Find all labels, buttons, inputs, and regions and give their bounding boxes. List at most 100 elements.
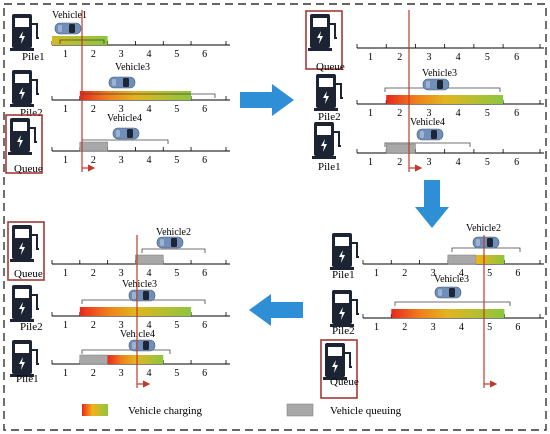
tick-label: 2 [91, 368, 96, 379]
tick-label: 3 [119, 320, 124, 331]
queue-frame [5, 114, 43, 174]
tick-label: 5 [174, 320, 179, 331]
pile-screen [15, 229, 29, 238]
charging-pile-icon [10, 14, 39, 51]
row-label: Pile1 [318, 161, 341, 173]
tick-label: 1 [63, 268, 68, 279]
tick-label: 5 [174, 268, 179, 279]
tick-label: 4 [456, 157, 461, 168]
car-rear-window [116, 130, 120, 137]
tick-label: 2 [402, 268, 407, 279]
charging-pile-icon [10, 285, 39, 322]
charging-bar [52, 36, 108, 45]
tick-label: 3 [426, 157, 431, 168]
pile-cable [330, 23, 337, 39]
tick-label: 1 [374, 322, 379, 333]
pile-base [330, 324, 354, 327]
tick-label: 4 [456, 52, 461, 63]
tick-label: 4 [146, 368, 151, 379]
vehicle-icon [472, 236, 500, 249]
car-rear-window [438, 289, 442, 296]
pile-screen [335, 294, 349, 303]
queuing-bar [79, 354, 108, 365]
vehicle-icon [128, 339, 156, 352]
pile-base [8, 152, 32, 155]
vehicle-label: Vehicle1 [52, 10, 87, 21]
arrow-left [249, 294, 303, 326]
car-rear-window [420, 131, 424, 138]
car-rear-window [58, 25, 62, 32]
charging-bar [79, 91, 192, 100]
legend-queuing-label: Vehicle queuing [330, 405, 402, 417]
tick-label: 1 [368, 52, 373, 63]
car-rear-window [160, 239, 164, 246]
vehicle-label: Vehicle3 [122, 279, 157, 290]
charging-bar [391, 309, 505, 318]
pile-screen [335, 237, 349, 246]
car-window [69, 24, 75, 33]
row-label: Pile2 [318, 111, 341, 123]
pile-screen [319, 78, 333, 87]
tick-label: 6 [202, 104, 207, 115]
row-label: Pile1 [332, 269, 355, 281]
pile-cable [32, 294, 39, 310]
charging-pile-icon [305, 10, 343, 70]
arrow-down [415, 180, 449, 228]
tick-label: 6 [515, 268, 520, 279]
row-label: Queue [330, 376, 359, 388]
car-window [487, 238, 493, 247]
tick-label: 3 [119, 268, 124, 279]
pile-base [10, 48, 34, 51]
tick-label: 3 [119, 368, 124, 379]
tick-label: 2 [91, 49, 96, 60]
charging-pile-icon [10, 340, 39, 377]
tick-label: 3 [431, 322, 436, 333]
tick-label: 5 [485, 52, 490, 63]
tick-label: 6 [202, 320, 207, 331]
pile-base [10, 104, 34, 107]
tick-label: 5 [485, 157, 490, 168]
tick-label: 1 [368, 108, 373, 119]
queuing-bar [447, 254, 477, 265]
vehicle-icon [128, 289, 156, 302]
tick-label: 5 [174, 155, 179, 166]
pile-screen [328, 347, 342, 356]
row-label: Queue [14, 163, 43, 175]
car-rear-window [112, 79, 116, 86]
tick-label: 5 [487, 322, 492, 333]
bolt-icon [317, 31, 323, 44]
vehicle-icon [112, 127, 140, 140]
queue-frame [305, 10, 343, 70]
duration-bracket [451, 247, 521, 252]
pile-cable [336, 83, 343, 99]
tick-label: 1 [374, 268, 379, 279]
tick-label: 1 [368, 157, 373, 168]
bolt-icon [339, 307, 345, 320]
duration-bracket [394, 301, 511, 306]
queuing-bar [385, 143, 416, 154]
car-window [431, 130, 437, 139]
tick-label: 2 [397, 52, 402, 63]
charging-pile-icon [314, 74, 343, 111]
tick-label: 2 [91, 320, 96, 331]
vehicle-icon [108, 76, 136, 89]
vehicle-icon [416, 128, 444, 141]
tick-label: 6 [202, 49, 207, 60]
vehicle-label: Vehicle4 [410, 117, 445, 128]
bolt-icon [19, 87, 25, 100]
outer-dashed-frame [3, 3, 547, 431]
tick-label: 6 [514, 52, 519, 63]
charging-bar [386, 95, 504, 104]
pile-cable [32, 234, 39, 250]
row-label: Pile1 [22, 51, 45, 63]
